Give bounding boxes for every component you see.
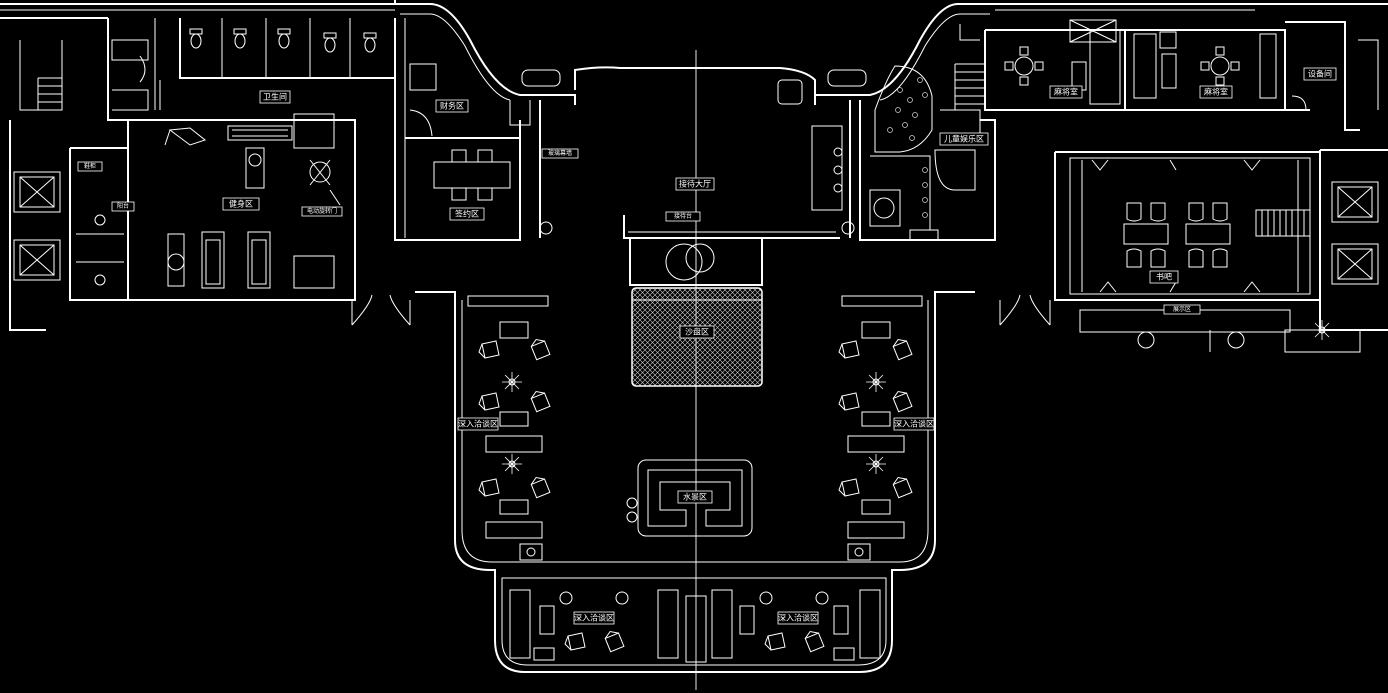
label-negotiation-right: 深入洽谈区 [893,417,935,431]
label-mahjong-2: 麻将室 [1199,85,1233,99]
right-wing [859,3,1388,353]
svg-text:麻将室: 麻将室 [1204,87,1228,97]
center-top [395,3,995,690]
svg-text:签约区: 签约区 [455,209,479,219]
svg-text:深入洽谈区: 深入洽谈区 [778,613,818,623]
note-shoe-cabinet: 鞋柜 [77,161,103,172]
label-lobby: 接待大厅 [675,177,715,191]
svg-text:阳台: 阳台 [117,202,129,210]
bottom-negotiation [509,589,881,663]
svg-text:沙盘区: 沙盘区 [685,327,709,337]
label-children: 儿童娱乐区 [939,132,989,146]
svg-text:设备间: 设备间 [1308,69,1332,79]
svg-text:深入洽谈区: 深入洽谈区 [458,419,498,429]
svg-text:麻将室: 麻将室 [1054,87,1078,97]
note-curtain-wall: 玻璃幕墙 [541,148,579,159]
svg-text:财务区: 财务区 [440,101,464,111]
label-gym: 健身区 [222,197,260,211]
svg-text:书吧: 书吧 [1156,272,1172,282]
svg-text:展示区: 展示区 [1173,306,1191,313]
left-negotiation [467,295,551,561]
svg-text:水景区: 水景区 [683,492,707,502]
svg-text:健身区: 健身区 [229,199,253,209]
svg-text:卫生间: 卫生间 [263,92,287,102]
svg-text:电动旋转门: 电动旋转门 [307,207,337,215]
label-negotiation-bottom-right: 深入洽谈区 [777,611,819,625]
svg-text:接待台: 接待台 [674,212,692,220]
label-negotiation-bottom-left: 深入洽谈区 [573,611,615,625]
svg-text:深入洽谈区: 深入洽谈区 [894,419,934,429]
label-equipment: 设备间 [1303,67,1337,81]
label-book-bar: 书吧 [1149,270,1179,284]
svg-text:深入洽谈区: 深入洽谈区 [574,613,614,623]
right-negotiation [838,295,923,561]
note-display: 展示区 [1163,304,1201,315]
svg-text:儿童娱乐区: 儿童娱乐区 [944,134,984,144]
label-water-feature: 水景区 [677,490,713,504]
label-negotiation-left: 深入洽谈区 [457,417,499,431]
label-reception-desk: 接待台 [665,211,701,222]
label-mahjong-1: 麻将室 [1049,85,1083,99]
label-finance: 财务区 [435,99,469,113]
note-balcony: 阳台 [111,201,135,212]
svg-text:玻璃幕墙: 玻璃幕墙 [548,149,572,157]
note-front-door: 电动旋转门 [301,206,343,217]
left-wing [0,0,521,331]
label-signing: 签约区 [449,207,485,221]
svg-text:鞋柜: 鞋柜 [84,162,96,170]
label-restroom: 卫生间 [259,90,291,104]
label-sand-table: 沙盘区 [679,325,715,339]
svg-text:接待大厅: 接待大厅 [679,179,711,189]
